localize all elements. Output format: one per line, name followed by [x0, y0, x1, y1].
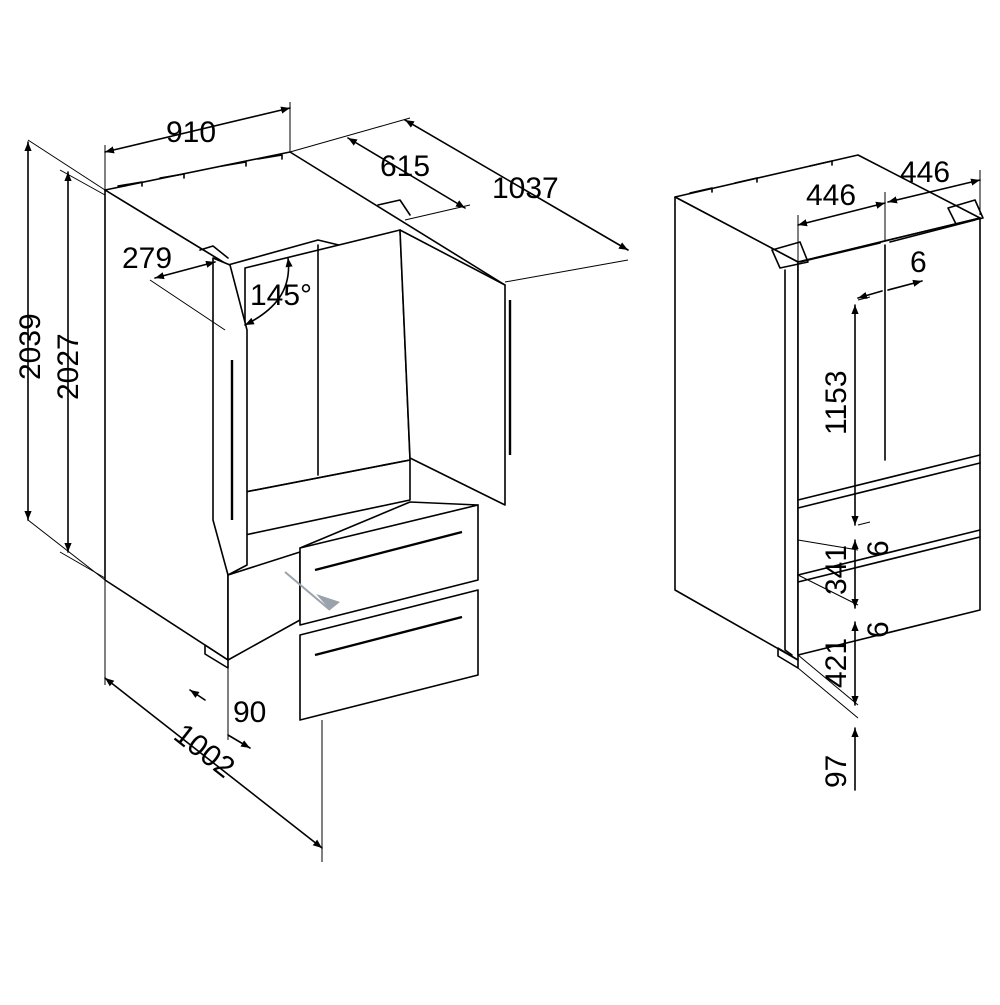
drawer-gap-line-2	[797, 529, 981, 576]
left-door-open	[212, 257, 248, 576]
label-door-gap: 6	[910, 246, 927, 279]
label-middle-drawer-height: 341	[820, 545, 853, 595]
label-plinth-height: 97	[820, 755, 853, 788]
label-depth-drawer-open: 1002	[168, 718, 241, 785]
dim-line-depth-drawer-open	[104, 677, 323, 849]
upper-drawer-handle	[314, 530, 463, 572]
right-door-open	[399, 229, 506, 506]
label-door-width-left: 446	[806, 179, 856, 212]
closed-top-bumps	[689, 160, 833, 194]
upper-door-bottom	[797, 454, 981, 501]
dim-line-door-width-right	[887, 178, 981, 204]
label-depth-door-open: 1037	[492, 172, 559, 205]
pull-direction-arrow	[284, 571, 331, 611]
label-gap-lower: 6	[862, 621, 895, 638]
dim-line-door-gap	[858, 281, 922, 298]
label-cabinet-height: 2027	[52, 333, 85, 400]
label-cabinet-depth: 615	[380, 150, 430, 183]
dim-line-overall-width	[104, 106, 291, 154]
label-overall-height: 2039	[14, 313, 47, 380]
door-top-edge	[799, 219, 976, 263]
left-dimensions: 910 615 1037 279 145° 2039 2027 90	[14, 102, 629, 862]
top-bumps	[117, 154, 283, 187]
drawer-gap-line-3	[797, 536, 981, 583]
right-dimensions: 446 446 6 1153 6 341 6 421 97	[797, 156, 981, 791]
drawer-gap-line-1	[797, 462, 981, 509]
dim-arc-opening-angle	[244, 257, 293, 326]
interior-shelf	[244, 459, 411, 536]
label-drawer-clearance: 90	[233, 696, 266, 729]
left-door-hinge	[199, 245, 229, 259]
fridge-closed-view	[674, 154, 984, 669]
label-door-swing: 279	[122, 242, 172, 275]
label-upper-door-height: 1153	[820, 370, 853, 435]
side-trim	[784, 269, 793, 656]
interior-back	[244, 229, 411, 493]
dim-line-depth-door-open	[404, 119, 629, 251]
top-hinge-left	[771, 241, 809, 269]
dim-line-door-swing	[154, 260, 216, 280]
upper-drawer-front	[299, 504, 479, 626]
label-lower-drawer-height: 421	[820, 638, 853, 688]
fridge-open-view	[104, 151, 512, 721]
lower-drawer-handle	[314, 615, 463, 657]
label-overall-width: 910	[166, 116, 216, 149]
dim-line-door-width-left	[797, 201, 886, 227]
label-door-width-right: 446	[900, 156, 950, 189]
label-gap-upper: 6	[862, 540, 895, 557]
pull-direction-arrowhead	[316, 594, 340, 610]
label-opening-angle: 145°	[250, 279, 312, 312]
closed-cabinet-front	[797, 217, 981, 656]
